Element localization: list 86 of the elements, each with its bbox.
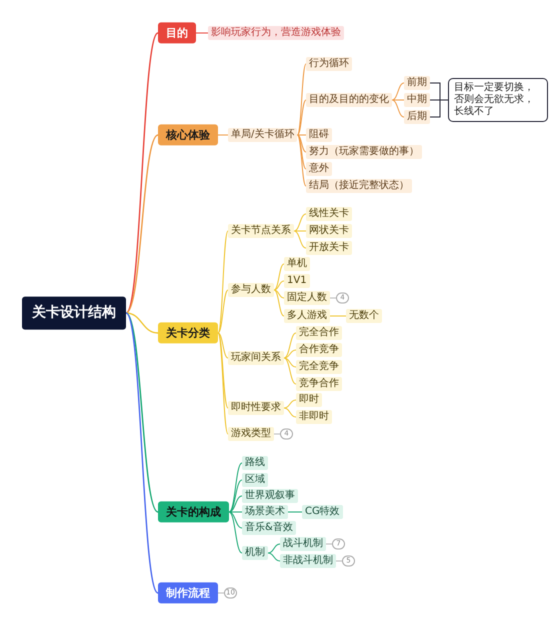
subtopic-label: 网状关卡 bbox=[306, 224, 352, 238]
subtopic-label: 参与人数 bbox=[228, 283, 274, 297]
main-topic-box: 核心体验 bbox=[158, 124, 218, 146]
subtopic-label: 合作竞争 bbox=[296, 343, 342, 357]
branch-line bbox=[294, 230, 306, 232]
main-topic-box: 制作流程 bbox=[158, 582, 218, 604]
branch-line bbox=[228, 512, 242, 554]
branch-line bbox=[126, 134, 158, 314]
subtopic-label: 意外 bbox=[306, 162, 332, 176]
subtopic-label: 即时性要求 bbox=[228, 401, 284, 415]
branch-line bbox=[268, 544, 280, 554]
branch-line bbox=[125, 312, 159, 594]
subtopic-label: 游戏类型 bbox=[228, 427, 274, 441]
summary-bracket-line bbox=[430, 100, 448, 118]
branch-line bbox=[284, 358, 296, 368]
branch-line bbox=[284, 400, 296, 408]
main-topic-box: 目的 bbox=[158, 22, 196, 44]
branch-line bbox=[296, 134, 306, 186]
subtopic-label: 机制 bbox=[242, 546, 268, 560]
branch-line bbox=[274, 264, 284, 290]
branch-line bbox=[125, 312, 159, 512]
subtopic-label: 后期 bbox=[404, 110, 430, 124]
subtopic-label: 单机 bbox=[284, 257, 310, 271]
subtopic-label: 前期 bbox=[404, 76, 430, 90]
branch-line bbox=[274, 280, 284, 290]
subtopic-label: CG特效 bbox=[302, 505, 343, 519]
main-topic-box: 关卡的构成 bbox=[158, 501, 229, 523]
subtopic-label: 战斗机制 bbox=[280, 537, 326, 551]
branch-line bbox=[296, 64, 306, 136]
subtopic-label: 完全竞争 bbox=[296, 360, 342, 374]
subtopic-label: 竞争合作 bbox=[296, 377, 342, 391]
branch-line bbox=[274, 290, 284, 316]
branch-line bbox=[294, 230, 306, 248]
branch-line bbox=[296, 134, 306, 170]
branch-line bbox=[228, 496, 242, 512]
subtopic-label: 玩家间关系 bbox=[228, 351, 284, 365]
branch-line bbox=[218, 230, 228, 334]
subtopic-label: 固定人数 bbox=[284, 291, 330, 305]
subtopic-label: 多人游戏 bbox=[284, 309, 330, 323]
subtopic-label: 关卡节点关系 bbox=[228, 224, 294, 238]
branch-line bbox=[274, 290, 284, 298]
branch-line bbox=[294, 214, 306, 232]
subtopic-label: 中期 bbox=[404, 93, 430, 107]
branch-line bbox=[125, 32, 159, 314]
subtopic-label: 非即时 bbox=[296, 410, 332, 424]
branch-line bbox=[284, 408, 296, 418]
subtopic-label: 区域 bbox=[242, 473, 268, 487]
branch-line bbox=[392, 100, 404, 118]
branch-line bbox=[126, 312, 158, 334]
branch-line bbox=[284, 332, 296, 358]
subtopic-label: 非战斗机制 bbox=[280, 554, 336, 568]
subtopic-label: 开放关卡 bbox=[306, 241, 352, 255]
branch-line bbox=[218, 332, 228, 358]
subtopic-label: 路线 bbox=[242, 456, 268, 470]
subtopic-label: 努力（玩家需要做的事） bbox=[306, 145, 422, 159]
subtopic-label: 即时 bbox=[296, 393, 322, 407]
branch-line bbox=[228, 480, 242, 512]
subtopic-label: 行为循环 bbox=[306, 57, 352, 71]
root-topic-box: 关卡设计结构 bbox=[22, 296, 126, 330]
subtopic-label: 完全合作 bbox=[296, 326, 342, 340]
subtopic-label: 阻碍 bbox=[306, 128, 332, 142]
branch-line bbox=[218, 134, 228, 136]
subtopic-label: 线性关卡 bbox=[306, 207, 352, 221]
subtopic-label: 1V1 bbox=[284, 274, 310, 288]
branch-line bbox=[268, 552, 280, 562]
branch-line bbox=[296, 100, 306, 136]
branch-line bbox=[392, 82, 404, 100]
branch-line bbox=[284, 358, 296, 384]
subtopic-label: 世界观叙事 bbox=[242, 489, 298, 503]
main-topic-box: 关卡分类 bbox=[158, 322, 218, 344]
summary-note-box: 目标一定要切换，否则会无欲无求，长线不了 bbox=[448, 78, 548, 122]
branch-line bbox=[218, 332, 228, 408]
subtopic-label: 结局（接近完整状态） bbox=[306, 179, 412, 193]
branch-line bbox=[218, 332, 228, 434]
branch-line bbox=[284, 350, 296, 358]
subtopic-label: 影响玩家行为，营造游戏体验 bbox=[208, 26, 344, 40]
branch-line bbox=[228, 512, 242, 528]
subtopic-label: 目的及目的的变化 bbox=[306, 93, 392, 107]
subtopic-label: 音乐&音效 bbox=[242, 521, 296, 535]
branch-line bbox=[196, 32, 208, 34]
branch-line bbox=[296, 134, 306, 152]
subtopic-label: 场景美术 bbox=[242, 505, 288, 519]
branch-line bbox=[228, 462, 242, 512]
branch-line bbox=[218, 290, 228, 334]
subtopic-label: 单局/关卡循环 bbox=[228, 128, 298, 142]
subtopic-label: 无数个 bbox=[346, 309, 382, 323]
